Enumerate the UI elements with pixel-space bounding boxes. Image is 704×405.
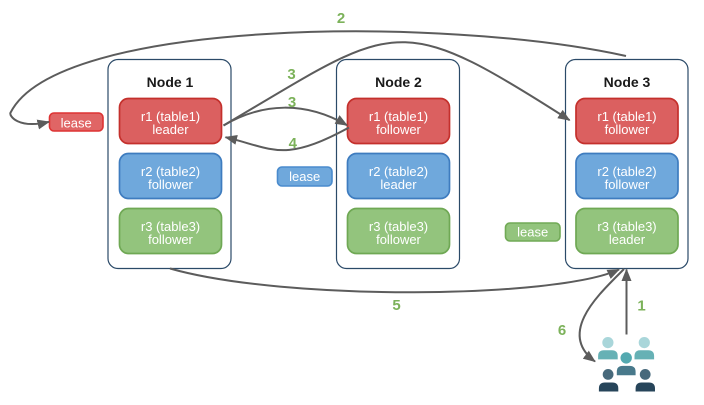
svg-text:r1 (table1): r1 (table1) [369,109,428,124]
svg-text:Node 1: Node 1 [147,74,194,90]
svg-text:leader: leader [152,122,189,137]
svg-text:leader: leader [609,232,646,247]
svg-text:lease: lease [289,169,320,184]
svg-text:r3 (table3): r3 (table3) [597,219,656,234]
svg-text:2: 2 [337,10,345,27]
svg-text:r2 (table2): r2 (table2) [141,164,200,179]
svg-text:follower: follower [376,232,421,247]
svg-text:follower: follower [605,177,650,192]
svg-text:r2 (table2): r2 (table2) [597,164,656,179]
svg-text:Node 2: Node 2 [375,74,422,90]
svg-text:r1 (table1): r1 (table1) [597,109,656,124]
svg-text:Node 3: Node 3 [604,74,651,90]
svg-text:1: 1 [637,298,645,315]
svg-text:follower: follower [148,177,193,192]
svg-text:3: 3 [288,94,296,111]
svg-text:r3 (table3): r3 (table3) [141,219,200,234]
svg-text:r3 (table3): r3 (table3) [369,219,428,234]
svg-text:lease: lease [61,115,92,130]
svg-text:follower: follower [605,122,650,137]
svg-text:r2 (table2): r2 (table2) [369,164,428,179]
svg-text:r1 (table1): r1 (table1) [141,109,200,124]
svg-text:lease: lease [517,225,548,240]
svg-text:follower: follower [148,232,193,247]
svg-text:4: 4 [289,135,298,152]
svg-text:leader: leader [380,177,417,192]
svg-text:6: 6 [558,322,566,339]
svg-text:3: 3 [287,66,295,83]
svg-text:follower: follower [376,122,421,137]
svg-text:5: 5 [392,297,400,314]
